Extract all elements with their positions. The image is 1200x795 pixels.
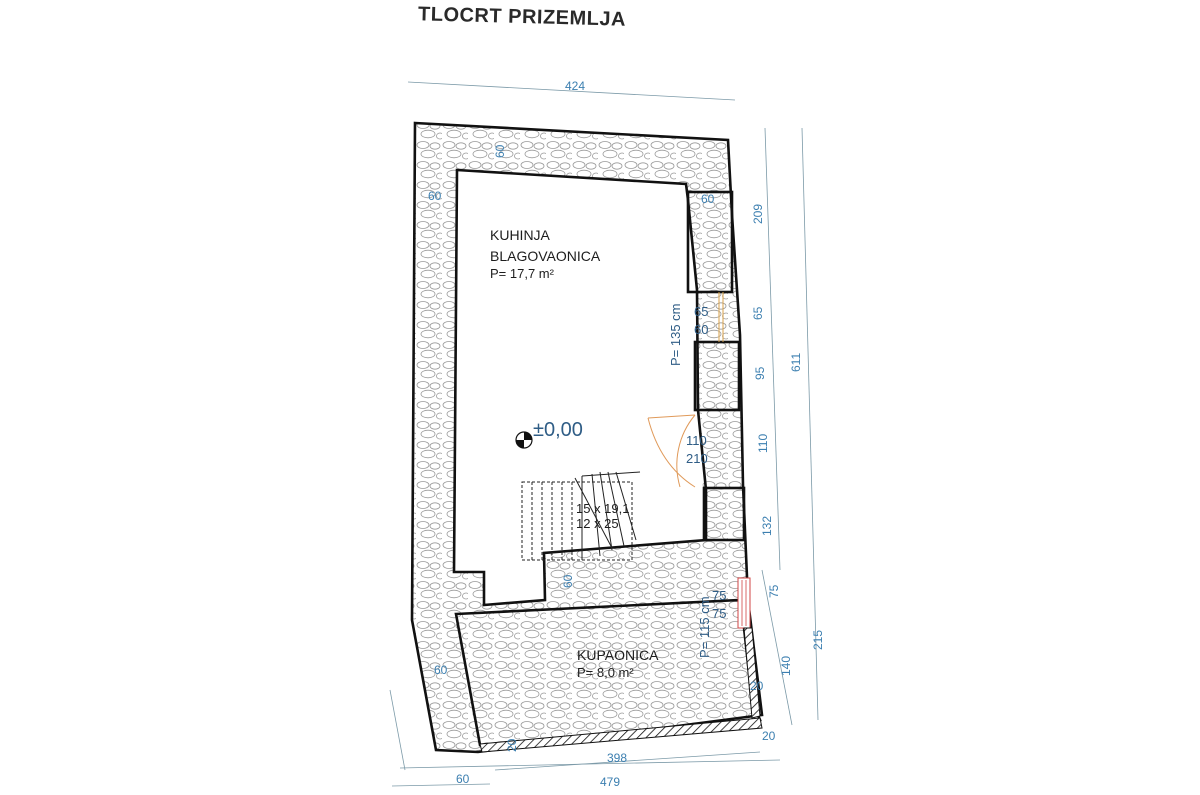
dim-right-chain-7: 140 — [779, 656, 793, 676]
dim-right-chain-6: 75 — [767, 584, 781, 598]
dim-right-total: 611 — [789, 353, 803, 372]
kitchen-area: P= 17,7 m² — [490, 266, 555, 281]
wall-pier-lower — [702, 486, 746, 542]
dim-right-chain-3: 95 — [753, 366, 767, 380]
staircase — [521, 471, 641, 561]
dim-right-chain-5: 132 — [760, 516, 774, 536]
wall-pier-upper — [686, 190, 734, 294]
door-width: 110 — [686, 433, 707, 448]
hatched-wall-bottom — [479, 717, 763, 753]
bath-window-height: 75 — [712, 606, 726, 621]
kitchen-window — [718, 292, 724, 342]
dim-bottom-wall-right: 20 — [762, 729, 776, 743]
level-mark-text: ±0,00 — [533, 419, 583, 441]
dim-top-wall: 60 — [493, 144, 507, 158]
dim-inner-wall: 60 — [561, 574, 575, 588]
dim-right-partial: 215 — [811, 630, 825, 650]
stone-wall-fill — [412, 123, 762, 752]
kitchen-label-1: KUHINJA — [490, 227, 551, 243]
stairs-line-2: 12 x 25 — [576, 516, 619, 531]
dim-right-chain-2: 65 — [751, 306, 765, 320]
dim-right-wall-upper: 60 — [701, 192, 715, 206]
dim-right-chain-1: 209 — [751, 204, 765, 224]
bath-window-width: 75 — [712, 588, 726, 603]
bathroom-area: P= 8,0 m² — [577, 665, 634, 680]
kitchen-window-sill: P= 135 cm — [668, 303, 683, 366]
dimension-lines — [389, 81, 819, 787]
kitchen-label-2: BLAGOVAONICA — [490, 248, 601, 264]
kitchen-window-width: 65 — [694, 304, 708, 319]
dim-right-chain-4: 110 — [756, 434, 770, 453]
bathroom-window — [737, 577, 751, 629]
wall-pier-middle — [693, 340, 741, 412]
level-marker-icon — [515, 431, 533, 449]
dim-bottom-total: 479 — [600, 775, 620, 789]
door-swing — [647, 414, 696, 488]
dim-left-wall-lower: 60 — [434, 663, 448, 677]
bathroom-label: KUPAONICA — [577, 647, 659, 663]
hatched-wall-right — [743, 627, 761, 719]
dim-left-wall-upper: 60 — [428, 189, 442, 203]
stairs-line-1: 15 x 19,1 — [576, 501, 630, 516]
dim-right-wall-bath: 20 — [750, 679, 764, 693]
dim-bottom-inner: 398 — [607, 751, 627, 765]
door-height: 210 — [686, 451, 708, 466]
dim-bottom-small: 20 — [505, 738, 519, 752]
dim-bottom-wall-left: 60 — [456, 772, 470, 786]
dim-top-total: 424 — [565, 79, 585, 93]
kitchen-window-height: 60 — [694, 322, 708, 337]
bath-window-sill: P= 115 cm — [697, 596, 712, 658]
